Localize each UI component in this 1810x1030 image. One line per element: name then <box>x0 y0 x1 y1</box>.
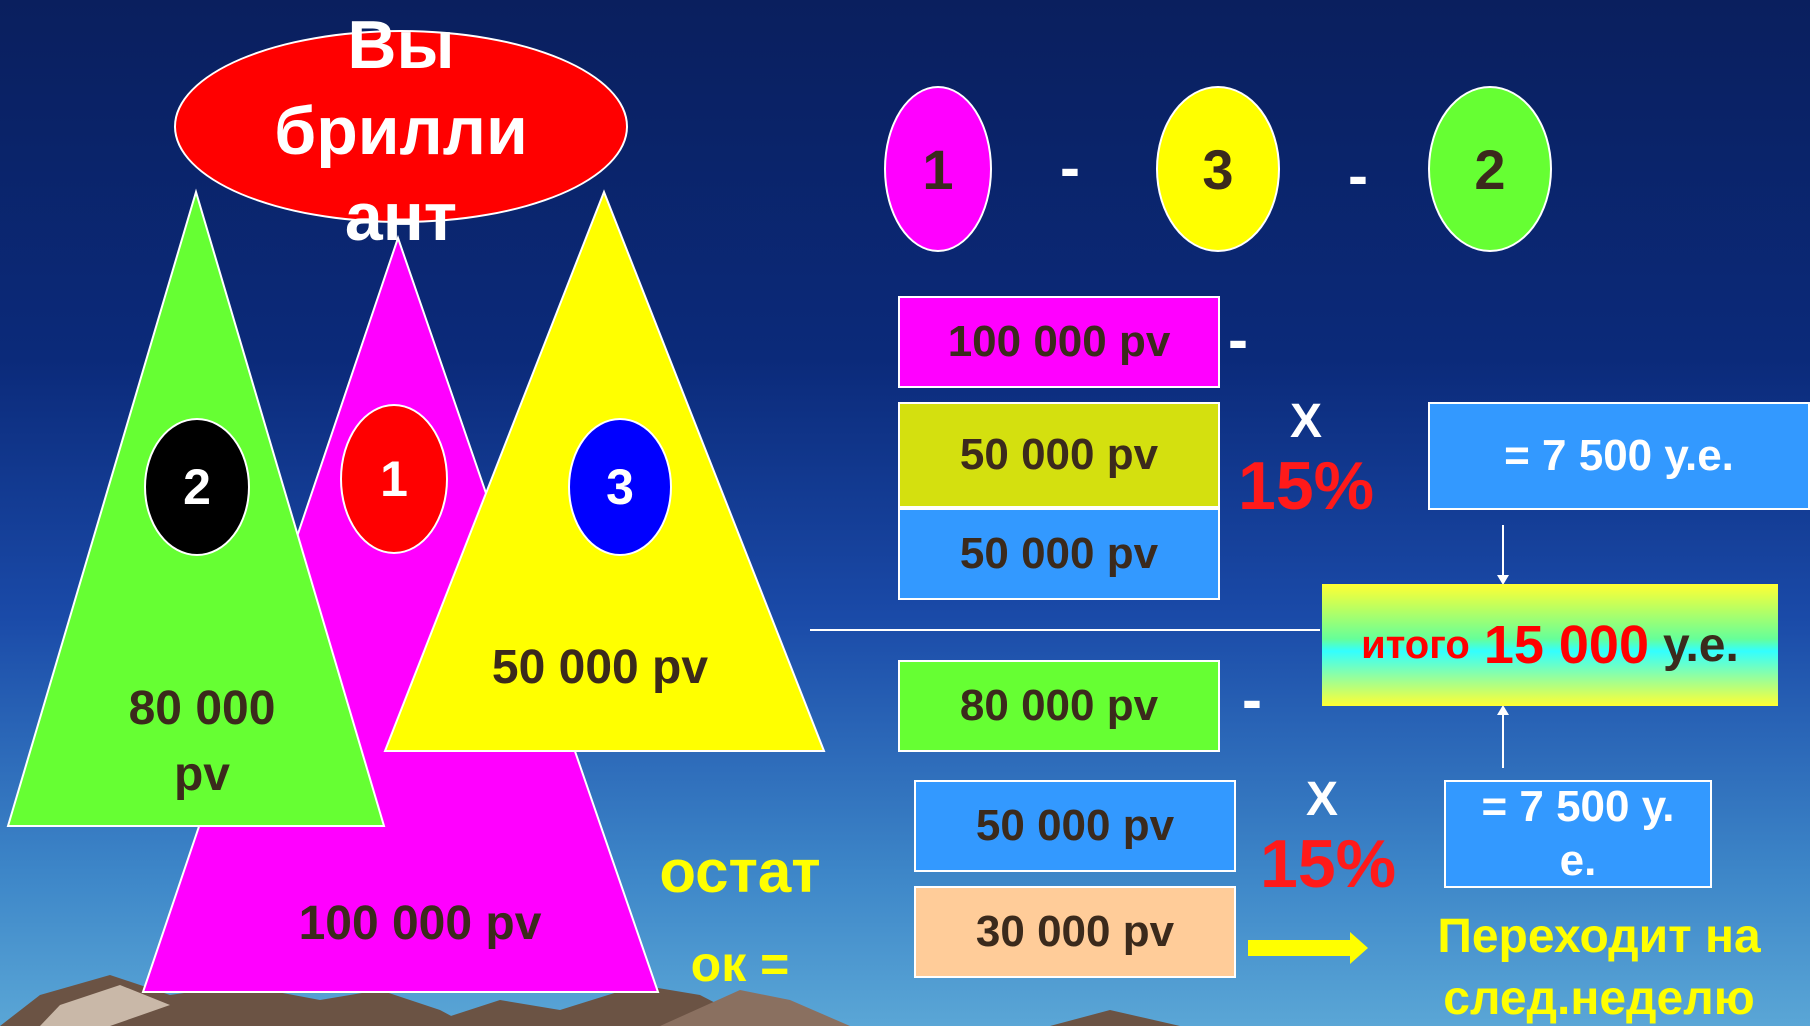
carry-over-line-2: след.неделю <box>1443 972 1755 1025</box>
title-line-2: брилли <box>274 93 528 169</box>
top-blue-box: 50 000 pv <box>898 508 1220 600</box>
magenta-triangle-pv: 100 000 pv <box>298 897 542 950</box>
magenta-number-label: 1 <box>380 451 408 507</box>
sequence-oval-1: 1 <box>884 86 992 252</box>
sequence-3-label: 3 <box>1202 137 1234 201</box>
carry-arrow <box>1248 932 1368 964</box>
remainder-line-1: остат <box>659 838 821 905</box>
green-number-label: 2 <box>183 459 211 515</box>
total-suffix: у.е. <box>1662 618 1739 672</box>
sequence-oval-2: 2 <box>1428 86 1552 252</box>
total-prefix: итого <box>1361 622 1470 667</box>
remainder-line-2: ок = <box>690 936 790 992</box>
bottom-blue-box: 50 000 pv <box>914 780 1236 872</box>
arrow-head-up <box>1497 705 1509 715</box>
bottom-result-line-1: = 7 500 у. <box>1481 782 1675 831</box>
carry-over-line-1: Переходит на <box>1437 910 1761 963</box>
bottom-percent: 15% <box>1260 826 1397 902</box>
top-multiply: X <box>1290 395 1323 448</box>
top-minus: - <box>1228 306 1248 373</box>
green-triangle-number: 2 <box>144 418 250 556</box>
yellow-triangle-pv: 50 000 pv <box>491 641 709 694</box>
bottom-green-box: 80 000 pv <box>898 660 1220 752</box>
top-percent: 15% <box>1238 448 1375 524</box>
bottom-minus: - <box>1242 666 1262 733</box>
title-oval <box>174 30 628 223</box>
sequence-oval-3: 3 <box>1156 86 1280 252</box>
top-olive-box: 50 000 pv <box>898 402 1220 508</box>
title-line-3: ант <box>344 179 458 255</box>
total-amount: 15 000 <box>1483 615 1649 675</box>
sequence-1-label: 1 <box>922 137 954 201</box>
carry-over-label: Переходит на след.неделю <box>1388 906 1810 1030</box>
sequence-2-label: 2 <box>1474 137 1506 201</box>
green-pv-line-2: pv <box>173 748 230 801</box>
sequence-separator-1: - <box>1060 134 1080 201</box>
green-triangle-pv: 80 000 pv <box>60 676 344 808</box>
title-line-1: Вы <box>347 7 455 83</box>
remainder-label: остат ок = <box>620 826 860 1010</box>
total-box: итого 15 000 у.е. <box>1322 584 1778 706</box>
sequence-separator-2: - <box>1348 142 1368 209</box>
magenta-triangle-number: 1 <box>340 404 448 554</box>
top-result-box: = 7 500 у.е. <box>1428 402 1810 510</box>
arrow-head-down <box>1497 575 1509 585</box>
bottom-peach-box: 30 000 pv <box>914 886 1236 978</box>
green-pv-line-1: 80 000 <box>128 682 276 735</box>
yellow-triangle-number: 3 <box>568 418 672 556</box>
title-text: Вы брилли ант <box>174 2 628 260</box>
top-magenta-box: 100 000 pv <box>898 296 1220 388</box>
bottom-result-box: = 7 500 у. е. <box>1444 780 1712 888</box>
bottom-result-line-2: е. <box>1559 836 1597 885</box>
bottom-multiply: X <box>1306 773 1339 826</box>
yellow-number-label: 3 <box>606 459 634 515</box>
